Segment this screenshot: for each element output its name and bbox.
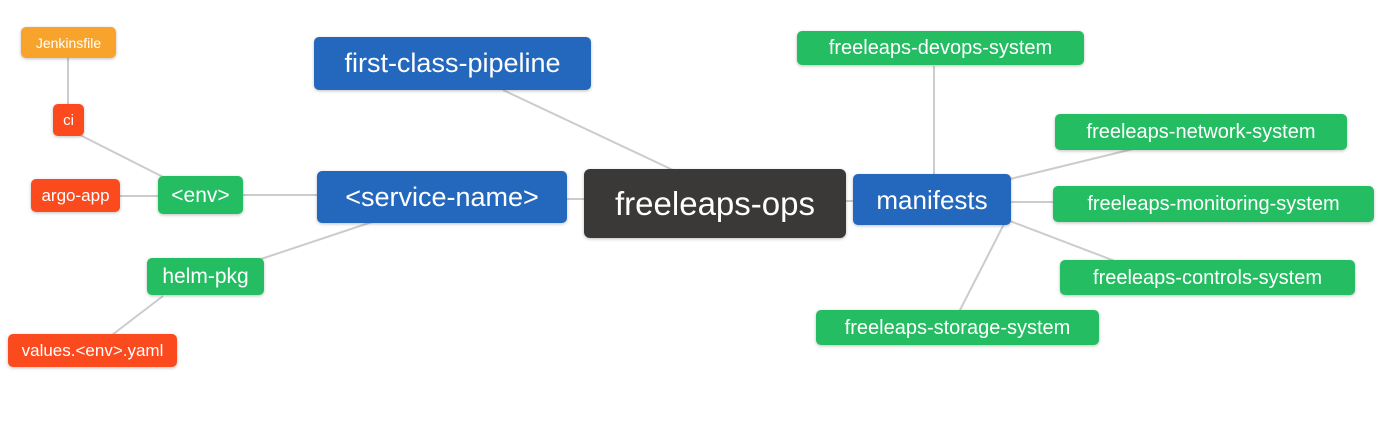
node-freeleaps-monitoring-system[interactable]: freeleaps-monitoring-system	[1053, 186, 1374, 222]
edge-ci-env	[79, 134, 164, 178]
node-freeleaps-controls-system[interactable]: freeleaps-controls-system	[1060, 260, 1355, 295]
node-root-freeleaps-ops[interactable]: freeleaps-ops	[584, 169, 846, 238]
node-helm-pkg[interactable]: helm-pkg	[147, 258, 264, 295]
edge-helm-values	[111, 295, 164, 336]
node-manifests[interactable]: manifests	[853, 174, 1011, 225]
node-argo-app[interactable]: argo-app	[31, 179, 120, 212]
edge-pipeline-root	[502, 89, 676, 172]
edge-manifests-storage	[958, 223, 1005, 313]
node-jenkinsfile[interactable]: Jenkinsfile	[21, 27, 116, 58]
edge-manifests-network	[1009, 148, 1134, 180]
node-freeleaps-devops-system[interactable]: freeleaps-devops-system	[797, 31, 1084, 65]
node-env[interactable]: <env>	[158, 176, 243, 214]
edge-service-name-helm	[257, 221, 373, 261]
edge-manifests-controls	[1009, 220, 1121, 264]
node-freeleaps-storage-system[interactable]: freeleaps-storage-system	[816, 310, 1099, 345]
node-values-env-yaml[interactable]: values.<env>.yaml	[8, 334, 177, 367]
node-ci[interactable]: ci	[53, 104, 84, 136]
node-service-name[interactable]: <service-name>	[317, 171, 567, 223]
node-first-class-pipeline[interactable]: first-class-pipeline	[314, 37, 591, 90]
node-freeleaps-network-system[interactable]: freeleaps-network-system	[1055, 114, 1347, 150]
